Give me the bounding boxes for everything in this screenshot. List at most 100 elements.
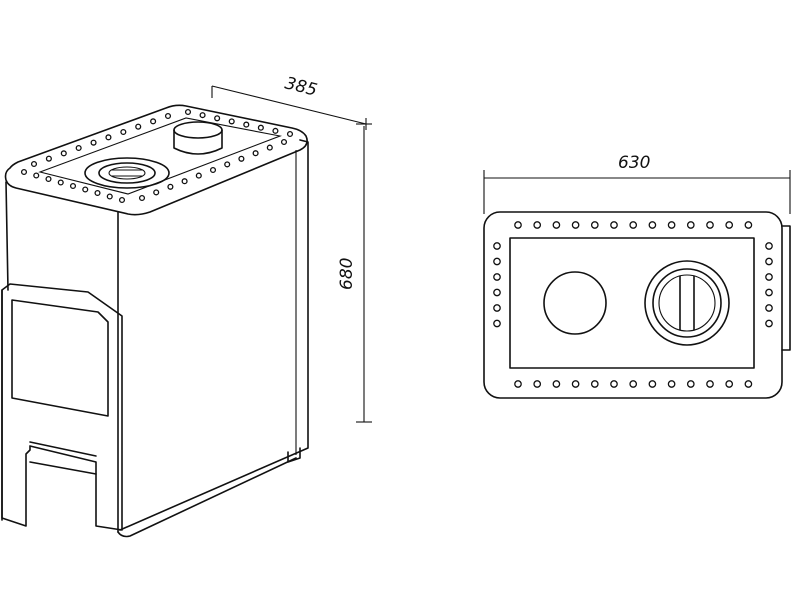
plate-hole — [744, 380, 753, 388]
plate-hole — [493, 288, 501, 297]
plate-hole — [765, 288, 773, 297]
stove-door-frame — [1, 283, 123, 531]
stove-hob-handle — [112, 169, 142, 177]
plate-hole — [30, 160, 38, 168]
top-view-chimney-opening — [543, 271, 607, 335]
stove-side-panel — [119, 139, 309, 531]
top-view-side-tab — [781, 225, 791, 351]
plate-hole — [571, 221, 580, 229]
dimension-depth-label: 385 — [283, 73, 319, 100]
plate-hole — [20, 168, 28, 176]
top-view-hob — [644, 260, 730, 346]
plate-hole — [765, 319, 773, 328]
stove-top-holes — [20, 108, 294, 204]
plate-hole — [150, 118, 157, 125]
plate-hole — [667, 221, 676, 229]
plate-hole — [610, 380, 618, 388]
plate-hole — [765, 304, 773, 312]
plate-hole — [686, 380, 695, 388]
plate-hole — [744, 221, 753, 229]
plate-hole — [243, 121, 250, 128]
plate-hole — [181, 178, 188, 185]
plate-hole — [75, 144, 82, 152]
plate-hole — [493, 319, 501, 328]
plate-hole — [286, 130, 294, 138]
top-view-outer-plate — [483, 211, 783, 399]
stove-chimney — [173, 121, 223, 155]
plate-hole — [199, 112, 206, 119]
plate-hole — [533, 221, 542, 229]
plate-hole — [725, 380, 734, 388]
top-view-inner-frame — [509, 237, 755, 369]
plate-hole — [105, 134, 112, 141]
plate-hole — [280, 138, 288, 146]
plate-hole — [228, 118, 235, 125]
plate-hole — [765, 273, 773, 281]
plate-hole — [493, 257, 501, 266]
dimension-width-label: 630 — [618, 153, 650, 173]
plate-hole — [214, 115, 221, 122]
plate-hole — [209, 166, 217, 174]
plate-hole — [57, 179, 64, 186]
plate-hole — [590, 380, 599, 388]
plate-hole — [552, 221, 561, 229]
plate-hole — [106, 193, 113, 200]
plate-hole — [725, 221, 734, 229]
stove-front-left-edge — [5, 181, 9, 291]
stove-rear-foot — [287, 447, 301, 463]
dimension-depth: 385 — [211, 73, 367, 130]
stove-isometric-view: 385 680 — [1, 73, 372, 538]
plate-hole — [272, 127, 279, 134]
plate-hole — [252, 150, 259, 157]
stove-top-view: 630 — [483, 153, 791, 399]
plate-hole — [90, 139, 97, 146]
plate-hole — [33, 172, 40, 179]
stove-hob-ring-outer — [84, 157, 170, 189]
plate-hole — [224, 161, 231, 168]
plate-hole — [765, 242, 773, 250]
stove-ash-opening — [29, 441, 97, 475]
stove-hob-ring-middle — [98, 162, 156, 184]
plate-hole — [164, 112, 172, 120]
plate-hole — [138, 194, 146, 202]
plate-hole — [514, 380, 522, 388]
plate-hole — [571, 380, 580, 388]
plate-hole — [610, 221, 618, 229]
plate-hole — [629, 221, 638, 229]
plate-hole — [648, 221, 657, 229]
plate-hole — [667, 380, 676, 388]
plate-hole — [153, 189, 160, 196]
plate-hole — [493, 242, 501, 250]
stove-top-plate — [4, 104, 308, 216]
plate-hole — [60, 150, 67, 157]
plate-hole — [120, 128, 127, 136]
dimension-width: 630 — [483, 153, 791, 214]
plate-hole — [552, 380, 561, 388]
plate-hole — [167, 183, 174, 190]
plate-hole — [493, 273, 501, 281]
plate-hole — [238, 155, 245, 162]
dimension-height-label: 680 — [337, 258, 357, 290]
plate-hole — [493, 304, 501, 312]
stove-hob-ring-inner — [108, 166, 146, 180]
stove-top-inner-border — [38, 117, 283, 195]
plate-hole — [706, 221, 714, 229]
dimension-height: 680 — [337, 123, 372, 423]
plate-hole — [45, 155, 52, 162]
plate-hole — [69, 182, 77, 190]
plate-hole — [765, 257, 773, 266]
plate-hole — [135, 123, 142, 130]
plate-hole — [195, 172, 202, 179]
plate-hole — [257, 124, 264, 131]
top-view-holes — [493, 221, 773, 388]
plate-hole — [686, 221, 695, 229]
plate-hole — [82, 186, 89, 193]
plate-hole — [514, 221, 522, 229]
plate-hole — [706, 380, 714, 388]
plate-hole — [118, 196, 126, 204]
plate-hole — [184, 108, 192, 116]
stove-bottom-edge — [117, 457, 297, 538]
plate-hole — [94, 189, 101, 197]
